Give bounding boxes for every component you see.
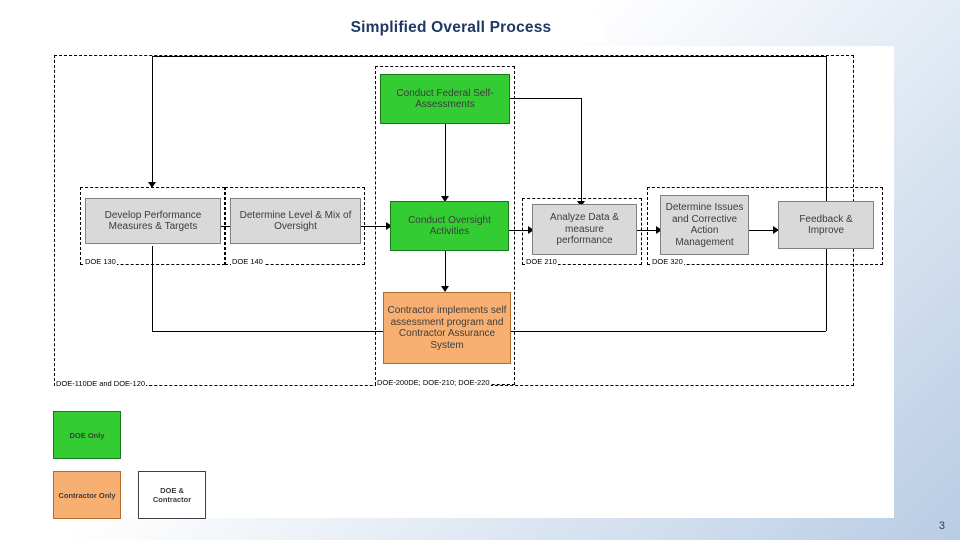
connector-loop-left-vertical — [152, 56, 153, 184]
box-determine-issues-corrective-action[interactable]: Determine Issues and Corrective Action M… — [660, 195, 749, 255]
box-label: Determine Issues and Corrective Action M… — [665, 202, 744, 248]
page-title: Simplified Overall Process — [298, 14, 604, 42]
box-label: Develop Performance Measures & Targets — [104, 209, 202, 233]
legend-item-doe-and-contractor: DOE & Contractor — [138, 471, 206, 519]
connector-bottom-loop-left-up — [152, 246, 153, 331]
connector-selfassess-to-oversight — [445, 124, 446, 200]
legend-item-doe-only: DOE Only — [53, 411, 121, 459]
arrowhead-to-contractor-implements — [441, 286, 449, 292]
group-label-doe-320: DOE 320 — [651, 257, 684, 266]
box-contractor-implements-self-assessment[interactable]: Contractor implements self assessment pr… — [383, 292, 511, 364]
connector-issues-to-feedback — [749, 230, 778, 231]
legend-item-contractor-only: Contractor Only — [53, 471, 121, 519]
connector-selfassess-right-branch — [509, 98, 581, 99]
arrowhead-analyze-to-issues — [656, 226, 662, 234]
diagram-canvas: DOE-110DE and DOE-120 DOE-200DE; DOE-210… — [28, 46, 894, 519]
connector-selfassess-right-down — [581, 98, 582, 206]
dashed-analyze-data-group — [522, 198, 642, 265]
box-label: Feedback & Improve — [799, 213, 853, 237]
arrowhead-issues-to-feedback — [773, 226, 779, 234]
box-label: Determine Level & Mix of Oversight — [239, 209, 352, 233]
box-label: Contractor implements self assessment pr… — [387, 305, 507, 351]
box-conduct-federal-self-assessments[interactable]: Conduct Federal Self-Assessments — [380, 74, 510, 124]
arrowhead-to-develop-measures — [148, 182, 156, 188]
connector-feedback-top — [427, 56, 827, 57]
legend-label: DOE & Contractor — [152, 486, 192, 504]
connector-determine-to-oversight — [361, 226, 391, 227]
connector-oversight-to-analyze — [509, 230, 534, 231]
arrowhead-to-conduct-oversight — [386, 222, 392, 230]
box-label: Conduct Oversight Activities — [408, 214, 491, 238]
box-feedback-improve[interactable]: Feedback & Improve — [778, 201, 874, 249]
connector-oversight-to-contractor — [445, 251, 446, 291]
box-conduct-oversight-activities[interactable]: Conduct Oversight Activities — [390, 201, 509, 251]
connector-feedback-up — [826, 56, 827, 211]
connector-loop-top-left — [152, 56, 427, 57]
arrowhead-oversight-to-analyze — [528, 226, 534, 234]
box-label: Conduct Federal Self-Assessments — [396, 87, 494, 111]
box-analyze-data-measure-performance[interactable]: Analyze Data & measure performance — [532, 204, 637, 255]
page-number: 3 — [938, 520, 945, 532]
group-label-doe-140: DOE 140 — [231, 257, 264, 266]
connector-analyze-to-issues — [637, 230, 661, 231]
arrowhead-selfassess-to-oversight — [441, 196, 449, 202]
legend-label: Contractor Only — [58, 490, 116, 500]
box-label: Analyze Data & measure performance — [550, 212, 619, 247]
dashed-issues-feedback-group — [647, 187, 883, 265]
box-determine-level-mix-of-oversight[interactable]: Determine Level & Mix of Oversight — [230, 198, 361, 244]
group-label-doe-210: DOE 210 — [525, 257, 558, 266]
group-label-doe-200-210-220: DOE-200DE; DOE-210; DOE-220 — [376, 378, 491, 387]
group-label-doe-110-120: DOE-110DE and DOE-120 — [55, 379, 147, 388]
box-develop-performance-measures[interactable]: Develop Performance Measures & Targets — [85, 198, 221, 244]
group-label-doe-130: DOE 130 — [84, 257, 117, 266]
connector-bottom-loop-right-up — [826, 246, 827, 331]
legend-label: DOE Only — [69, 430, 105, 440]
